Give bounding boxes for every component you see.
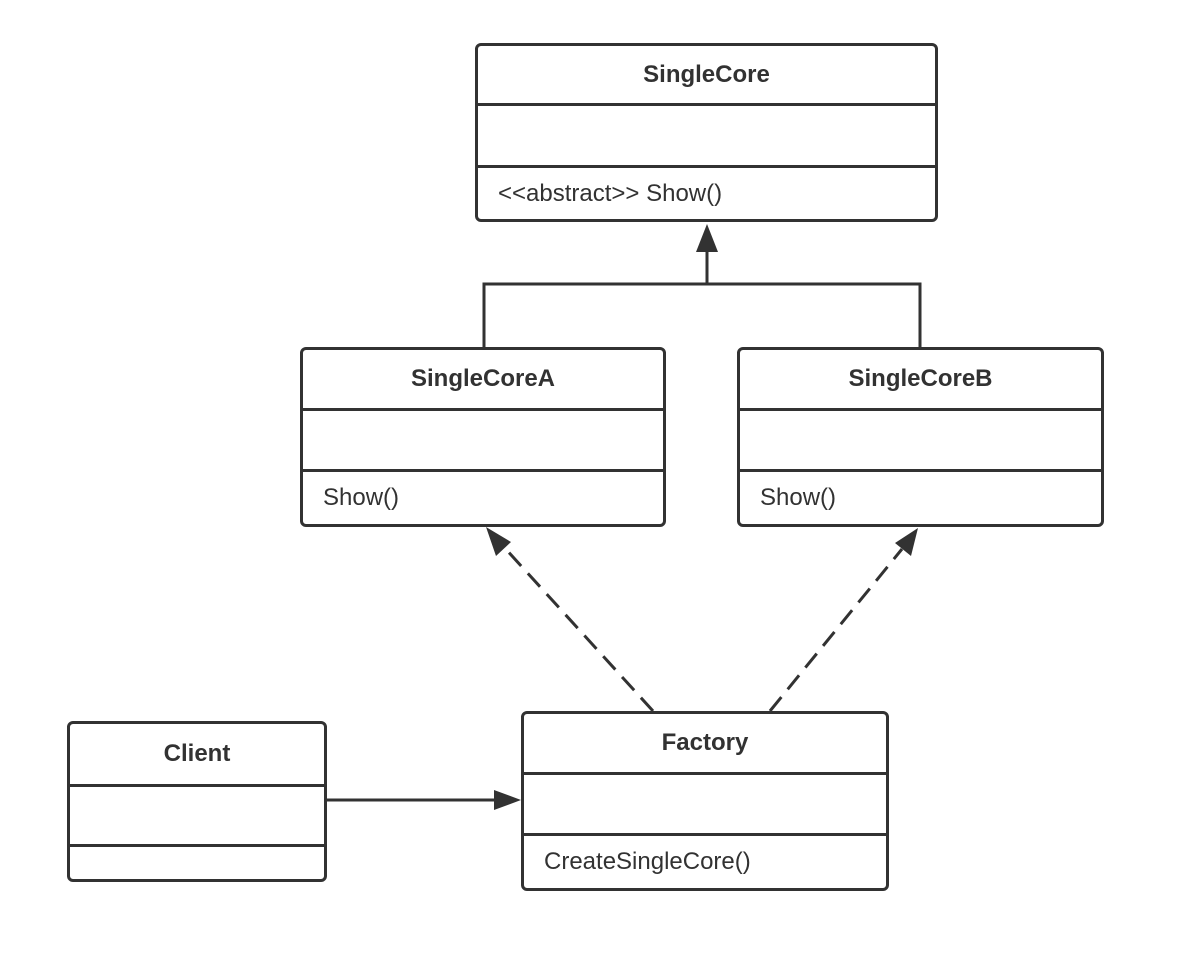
class-name: SingleCore [478,46,935,106]
class-attributes [740,411,1101,472]
generalization-connector [482,224,922,347]
dependency-factory-to-singlecoreb [768,528,918,712]
class-name: Factory [524,714,886,775]
inheritance-branch-line [482,282,922,347]
class-box-singlecorea[interactable]: SingleCoreA Show() [300,347,666,527]
class-box-client[interactable]: Client [67,721,327,882]
class-box-singlecoreb[interactable]: SingleCoreB Show() [737,347,1104,527]
dependency-factory-to-singlecorea [486,527,655,713]
class-operations: Show() [303,472,663,524]
class-attributes [524,775,886,836]
class-operations: CreateSingleCore() [524,836,886,888]
class-attributes [70,787,324,847]
association-client-to-factory [327,790,521,810]
class-operations: <<abstract>> Show() [478,168,935,219]
inheritance-arrowhead-icon [696,224,718,252]
class-name: Client [70,724,324,787]
dependency-line-a [501,544,655,713]
class-name: SingleCoreA [303,350,663,411]
class-attributes [303,411,663,472]
operation-text: Show() [323,484,400,511]
dependency-arrowhead-b-icon [895,528,918,556]
class-box-singlecore[interactable]: SingleCore <<abstract>> Show() [475,43,938,222]
class-name: SingleCoreB [740,350,1101,411]
class-box-factory[interactable]: Factory CreateSingleCore() [521,711,889,891]
operation-text: Show() [760,484,837,511]
class-attributes [478,106,935,168]
association-arrowhead-icon [494,790,521,810]
class-operations: Show() [740,472,1101,524]
dependency-line-b [768,548,904,712]
operation-text: CreateSingleCore() [544,848,751,875]
dependency-arrowhead-a-icon [486,527,511,556]
operation-text: <<abstract>> Show() [498,179,723,207]
class-operations [70,847,324,879]
